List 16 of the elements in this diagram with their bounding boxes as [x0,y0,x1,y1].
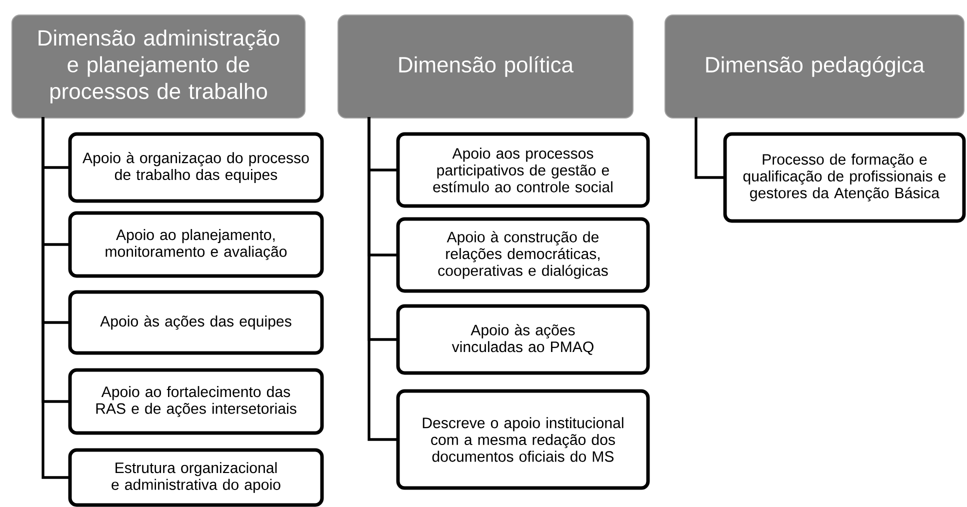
text-box: Apoio à organizaçao do processo de trabalho das equipes [68,132,324,203]
connector-line [694,117,725,179]
text-box: Processo de formação e qualificação de profissionais e gestores da Atenção Básica [723,132,966,223]
heading-box: Dimensão pedagógica [664,14,965,118]
text-box: Apoio às ações das equipes [68,290,324,355]
text-box: Apoio às ações vinculadas ao PMAQ [396,304,650,375]
text-box: Apoio à construção de relações democráticas, cooperativas e dialógicas [396,217,650,293]
connector-line [368,117,398,441]
text-box: Apoio ao planejamento, monitoramento e avaliação [68,211,324,278]
text-box: Estrutura organizacional e administrativa do apoio [68,448,324,507]
text-box: Apoio aos processos participativos de gestão e estímulo ao controle social [396,132,650,208]
heading-box: Dimensão política [338,14,634,118]
heading-box: Dimensão administração e planejamento de processos de trabalho [11,14,306,118]
text-box: Descreve o apoio institucional com a mesma redação dos documentos oficiais do MS [396,389,650,490]
connector-line [42,117,70,479]
text-box: Apoio ao fortalecimento das RAS e de ações intersetoriais [68,368,324,435]
